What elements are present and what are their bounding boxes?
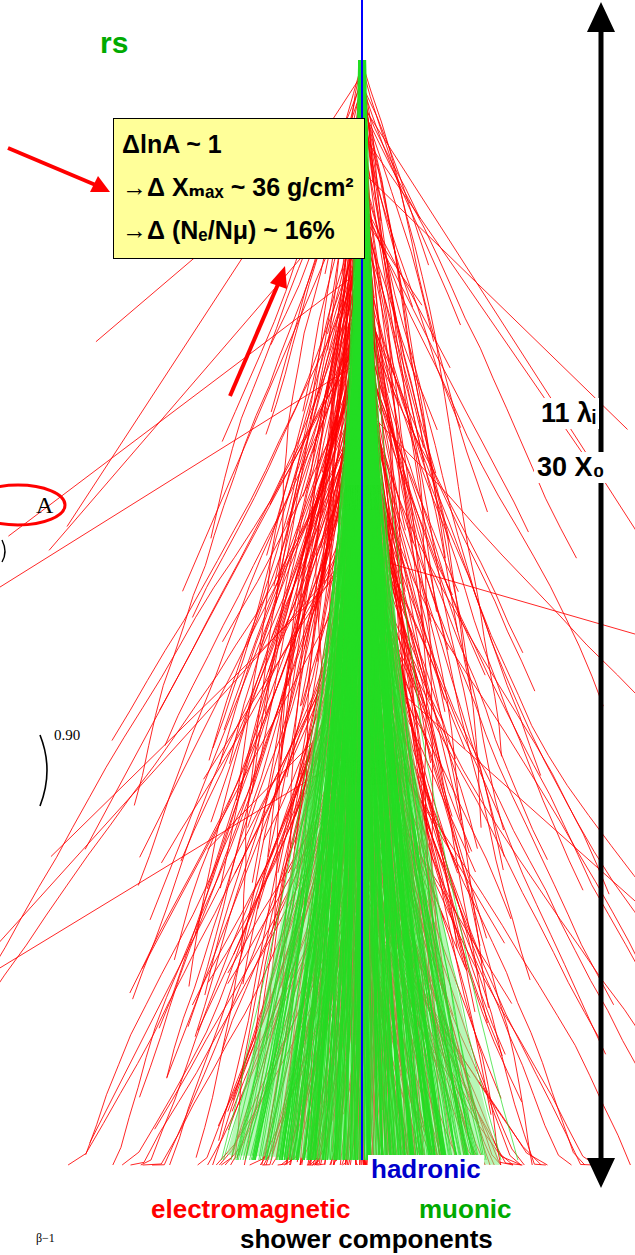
muon-track <box>363 60 434 1160</box>
component-label: electromagnetic <box>148 1195 353 1225</box>
component-label: hadronic <box>368 1155 484 1185</box>
pointer-arrow <box>230 282 279 396</box>
muon-track <box>363 60 478 1160</box>
partial-title: rs <box>100 26 128 61</box>
em-track <box>0 361 362 813</box>
note-box: ΔlnA ~ 1→Δ Xₘₐₓ ~ 36 g/cm²→Δ (Nₑ/Nμ) ~ 1… <box>113 118 365 259</box>
pointer-arrow <box>8 148 98 186</box>
arrow-head <box>587 1158 615 1188</box>
muon-track <box>365 60 475 1160</box>
muon-track <box>363 60 436 1160</box>
depth-arrow <box>599 24 604 1166</box>
muon-track <box>363 60 446 1160</box>
muon-track <box>363 60 444 1160</box>
muon-track <box>363 60 436 1160</box>
highlight-ellipse: A <box>0 484 66 526</box>
muon-track <box>361 60 447 1160</box>
muon-track <box>361 60 442 1160</box>
em-track <box>362 171 628 429</box>
exponent: 0.90 <box>54 727 80 744</box>
arrow-head <box>90 176 110 192</box>
muon-track <box>361 60 444 1160</box>
caption-label: shower components <box>240 1225 493 1255</box>
em-track <box>362 99 420 219</box>
muon-track <box>364 60 436 1160</box>
formula-symbol: A <box>0 484 66 526</box>
ellipse-outline <box>0 485 65 525</box>
depth-label: 30 X₀ <box>534 452 608 483</box>
formula-bracket <box>2 540 5 562</box>
muon-track <box>362 60 445 1160</box>
muon-track <box>364 60 418 1160</box>
ellipse-outline <box>0 484 66 526</box>
depth-label: 11 λᵢ <box>538 398 599 429</box>
note-line: ΔlnA ~ 1 <box>122 123 354 166</box>
muon-track <box>364 60 457 1160</box>
em-track <box>49 187 362 550</box>
muon-track <box>361 60 435 1160</box>
em-track <box>362 104 635 598</box>
exponent: β−1 <box>36 1232 55 1246</box>
muon-track <box>363 60 422 1160</box>
muon-track <box>364 60 473 1160</box>
formula-bracket <box>40 735 47 806</box>
note-line: →Δ (Nₑ/Nμ) ~ 16% <box>122 209 354 252</box>
muon-track <box>362 60 446 1160</box>
component-label: muonic <box>416 1195 514 1225</box>
muon-track <box>361 60 447 1160</box>
em-track <box>362 108 577 558</box>
arrow-head <box>587 2 615 32</box>
arrow-head <box>270 266 287 289</box>
muon-track <box>365 60 452 1160</box>
muon-track <box>363 60 449 1160</box>
muon-track <box>364 60 458 1160</box>
note-line: →Δ Xₘₐₓ ~ 36 g/cm² <box>122 166 354 209</box>
